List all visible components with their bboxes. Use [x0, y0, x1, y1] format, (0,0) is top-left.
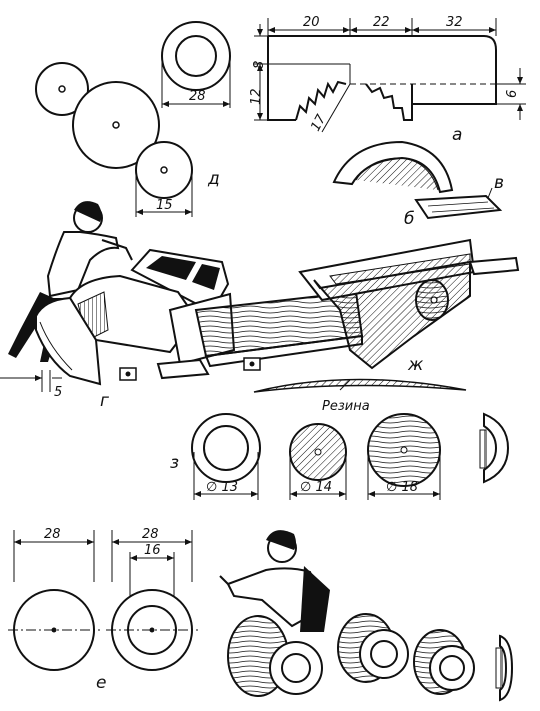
figure-fender: б в — [332, 140, 504, 229]
dim-6: 6 — [505, 90, 520, 98]
dim-22: 22 — [373, 15, 390, 30]
disc-medium — [135, 141, 193, 199]
dim-28: 28 — [189, 89, 206, 104]
dim-5: 5 — [54, 385, 62, 400]
saw-teeth-left — [295, 80, 347, 121]
dim-32: 32 — [446, 15, 463, 30]
rubber-strip: Резина — [253, 378, 467, 414]
dim-17: 17 — [308, 112, 329, 134]
disc-center-hole — [58, 85, 66, 93]
label-a: а — [452, 125, 462, 145]
dim-e-28-left: 28 — [44, 527, 61, 542]
disc-center-hole — [112, 121, 120, 129]
label-zh: ж — [407, 355, 424, 375]
figure-e-circles: 28 28 16 е — [8, 527, 198, 693]
wheel-profile — [483, 412, 510, 484]
label-d: д — [207, 169, 220, 189]
label-g: г — [100, 391, 109, 411]
template-outline-left — [267, 36, 296, 121]
figure-boy-wheels — [219, 530, 514, 702]
dim-8: 8 — [252, 61, 267, 69]
truck-windshield-right — [192, 264, 220, 290]
wheel-profile-small — [499, 634, 514, 702]
dim-20: 20 — [303, 15, 320, 30]
dim-d13: ∅ 13 — [206, 480, 238, 495]
figure-g-truck-assembly: 5 г — [0, 201, 364, 411]
truck-windshield-left — [146, 256, 196, 280]
label-e: е — [96, 673, 106, 693]
dim-12: 12 — [249, 88, 264, 105]
figure-a-template: 20 22 32 17 8 12 6 а — [249, 15, 526, 145]
rubber-label: Резина — [322, 399, 370, 414]
figure-ring-28: 28 — [161, 21, 231, 108]
figure-z-wheels: ∅ 13 ∅ 14 ∅ 18 з — [170, 412, 510, 500]
label-b: б — [404, 209, 414, 229]
dim-d14: ∅ 14 — [300, 480, 332, 495]
dim-e-16: 16 — [144, 543, 161, 558]
dim-d18: ∅ 18 — [386, 480, 418, 495]
dim-e-28-right: 28 — [142, 527, 159, 542]
label-v: в — [494, 173, 504, 193]
fender-plate — [414, 194, 503, 220]
saw-teeth-right — [365, 83, 413, 121]
dim-15: 15 — [156, 198, 173, 213]
figure-d-discs: 15 д — [35, 62, 220, 217]
disc-large — [72, 81, 160, 169]
ring-inner — [175, 35, 217, 77]
disc-small-left — [35, 62, 89, 116]
template-outline-right — [268, 35, 497, 105]
figure-zh-trailer: ж — [298, 238, 520, 375]
disc-center-hole — [160, 166, 168, 174]
truck-fender-front — [35, 296, 102, 386]
trailer-hitch — [468, 256, 520, 276]
label-z: з — [170, 453, 179, 473]
